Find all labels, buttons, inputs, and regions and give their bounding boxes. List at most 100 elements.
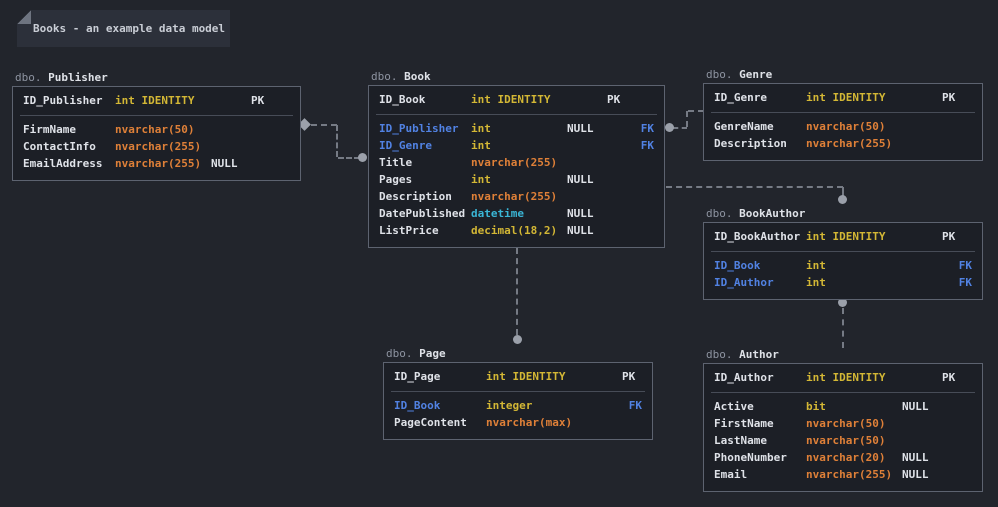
table-label: dbo. BookAuthor [703, 206, 983, 222]
table-page[interactable]: dbo. Page ID_Page int IDENTITY PK ID_Boo… [383, 346, 653, 440]
model-note[interactable]: Books - an example data model [17, 10, 230, 47]
table-box: ID_Book int IDENTITY PK ID_Publisher int… [368, 85, 665, 248]
table-label: dbo. Page [383, 346, 653, 362]
connector-segment [688, 110, 704, 112]
table-book[interactable]: dbo. Book ID_Book int IDENTITY PK ID_Pub… [368, 69, 665, 248]
many-side-dot-icon [513, 335, 522, 344]
table-body-section: ID_Book integer FK PageContent nvarchar(… [384, 392, 652, 439]
table-row[interactable]: GenreName nvarchar(50) [704, 118, 982, 135]
column-name: ID_Page [394, 370, 441, 383]
table-schema-label: dbo. [15, 71, 42, 84]
table-author[interactable]: dbo. Author ID_Author int IDENTITY PK Ac… [703, 347, 983, 492]
column-name: EmailAddress [23, 157, 103, 170]
column-name: PageContent [394, 416, 467, 429]
table-row[interactable]: Pages int NULL [369, 171, 664, 188]
table-publisher[interactable]: dbo. Publisher ID_Publisher int IDENTITY… [12, 70, 301, 181]
table-row[interactable]: PageContent nvarchar(max) [384, 414, 652, 431]
column-nullable: NULL [567, 207, 594, 220]
table-row[interactable]: ID_Book int FK [704, 257, 982, 274]
table-row[interactable]: Description nvarchar(255) [369, 188, 664, 205]
connector-segment [666, 186, 843, 188]
table-row[interactable]: LastName nvarchar(50) [704, 432, 982, 449]
column-key: PK [607, 93, 621, 106]
column-nullable [902, 84, 942, 112]
connector-segment [842, 308, 844, 348]
column-nullable [567, 86, 607, 114]
table-label: dbo. Publisher [12, 70, 301, 86]
column-key: PK [942, 371, 956, 384]
connector-segment [842, 187, 844, 196]
table-label: dbo. Book [368, 69, 665, 85]
column-name: ID_Author [714, 276, 774, 289]
table-row[interactable]: ListPrice decimal(18,2) NULL [369, 222, 664, 239]
many-side-dot-icon [838, 195, 847, 204]
column-type: int IDENTITY [806, 230, 886, 243]
column-nullable [582, 397, 622, 414]
column-name: Active [714, 400, 754, 413]
table-name-label: Author [739, 348, 779, 361]
table-row[interactable]: ID_Publisher int NULL FK [369, 120, 664, 137]
table-name-label: BookAuthor [739, 207, 806, 220]
column-nullable [902, 135, 942, 152]
column-nullable: NULL [567, 122, 594, 135]
column-nullable [902, 364, 942, 392]
table-body-section: GenreName nvarchar(50) Description nvarc… [704, 113, 982, 160]
column-nullable [902, 415, 942, 432]
table-row[interactable]: DatePublished datetime NULL [369, 205, 664, 222]
column-name: GenreName [714, 120, 774, 133]
column-type: integer [486, 399, 533, 412]
note-fold-icon [17, 10, 31, 24]
column-key: PK [622, 370, 636, 383]
column-name: ID_Book [394, 399, 441, 412]
table-separator [711, 112, 975, 113]
table-bookauthor[interactable]: dbo. BookAuthor ID_BookAuthor int IDENTI… [703, 206, 983, 300]
column-name: ID_Author [714, 371, 774, 384]
column-nullable [902, 274, 942, 291]
table-row[interactable]: Title nvarchar(255) [369, 154, 664, 171]
table-box: ID_Genre int IDENTITY PK GenreName nvarc… [703, 83, 983, 161]
column-nullable [902, 432, 942, 449]
table-row[interactable]: ID_BookAuthor int IDENTITY PK [704, 223, 982, 251]
table-pk-section: ID_Author int IDENTITY PK [704, 364, 982, 392]
table-separator [376, 114, 657, 115]
table-schema-label: dbo. [706, 68, 733, 81]
table-row[interactable]: ID_Genre int FK [369, 137, 664, 154]
column-name: FirmName [23, 123, 76, 136]
table-row[interactable]: Email nvarchar(255) NULL [704, 466, 982, 483]
column-key: FK [640, 122, 654, 135]
column-name: Description [379, 190, 452, 203]
table-row[interactable]: ID_Publisher int IDENTITY PK [13, 87, 300, 115]
table-row[interactable]: ID_Genre int IDENTITY PK [704, 84, 982, 112]
table-body-section: Active bit NULL FirstName nvarchar(50) L… [704, 393, 982, 491]
column-nullable: NULL [902, 400, 929, 413]
table-row[interactable]: ID_Book int IDENTITY PK [369, 86, 664, 114]
column-name: ID_Genre [714, 91, 767, 104]
table-row[interactable]: EmailAddress nvarchar(255) NULL [13, 155, 300, 172]
table-separator [711, 392, 975, 393]
table-row[interactable]: ID_Author int FK [704, 274, 982, 291]
connector-segment [673, 127, 687, 129]
table-row[interactable]: FirmName nvarchar(50) [13, 121, 300, 138]
column-type: nvarchar(20) [806, 451, 886, 464]
table-row[interactable]: Description nvarchar(255) [704, 135, 982, 152]
table-row[interactable]: FirstName nvarchar(50) [704, 415, 982, 432]
column-name: ID_Publisher [23, 94, 103, 107]
column-type: nvarchar(255) [806, 468, 893, 481]
column-name: Pages [379, 173, 413, 186]
table-row[interactable]: ContactInfo nvarchar(255) [13, 138, 300, 155]
column-nullable [582, 414, 622, 431]
table-row[interactable]: PhoneNumber nvarchar(20) NULL [704, 449, 982, 466]
table-row[interactable]: ID_Page int IDENTITY PK [384, 363, 652, 391]
column-nullable: NULL [211, 157, 238, 170]
table-body-section: FirmName nvarchar(50) ContactInfo nvarch… [13, 116, 300, 180]
column-type: int IDENTITY [806, 371, 886, 384]
table-schema-label: dbo. [706, 348, 733, 361]
table-row[interactable]: Active bit NULL [704, 398, 982, 415]
table-genre[interactable]: dbo. Genre ID_Genre int IDENTITY PK Genr… [703, 67, 983, 161]
table-box: ID_Page int IDENTITY PK ID_Book integer … [383, 362, 653, 440]
table-row[interactable]: ID_Author int IDENTITY PK [704, 364, 982, 392]
table-row[interactable]: ID_Book integer FK [384, 397, 652, 414]
column-name: ID_BookAuthor [714, 230, 801, 243]
column-type: nvarchar(50) [806, 434, 886, 447]
column-nullable [902, 257, 942, 274]
